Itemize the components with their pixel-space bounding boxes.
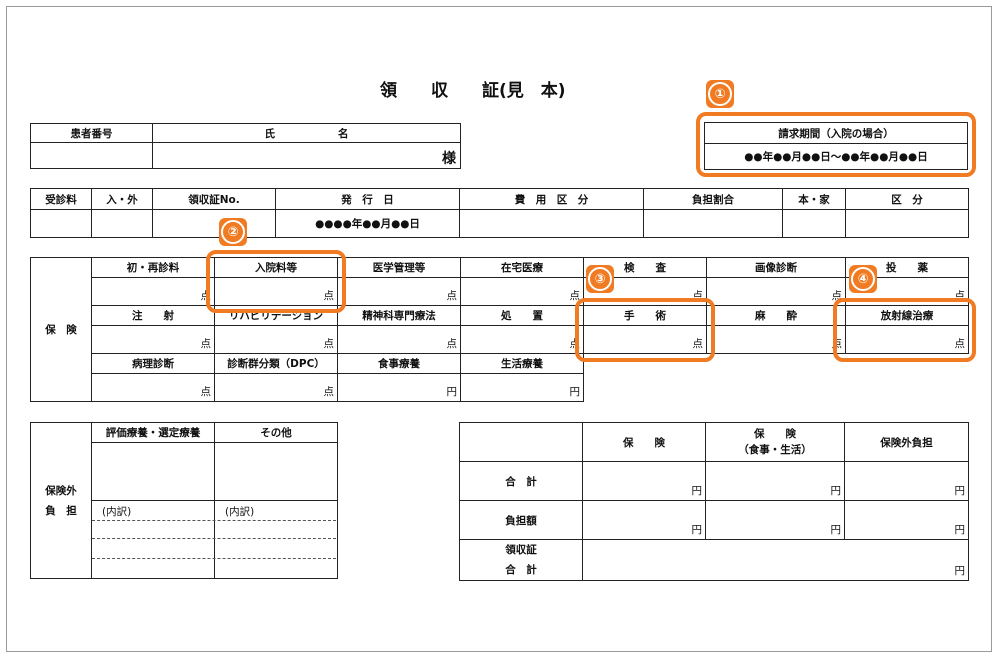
visit-header-self-family: 本・家 xyxy=(782,188,846,210)
item-meal-care: 食事療養 xyxy=(337,353,461,374)
item-initial-visit: 初・再診料 xyxy=(91,257,215,278)
callout-box-4 xyxy=(833,298,976,362)
totals-table: 保 険 保 険 （食事・生活） 保険外負担 合 計 円 円 円 負担額 円 円 … xyxy=(459,422,969,581)
unit-yen: 円 xyxy=(582,500,706,540)
item-dpc: 診断群分類（DPC） xyxy=(214,353,338,374)
unit-yen: 円 xyxy=(337,373,461,402)
item-injection: 注 射 xyxy=(91,305,215,326)
callout-badge-3: ③ xyxy=(586,265,614,293)
unit-point: 点 xyxy=(91,277,215,306)
issue-date-value: ●●●●年●●月●●日 xyxy=(275,209,460,238)
document-frame xyxy=(6,6,992,652)
totals-row-receipt: 領収証 合 計 xyxy=(459,539,583,581)
item-imaging: 画像診断 xyxy=(706,257,846,278)
totals-col-out: 保険外負担 xyxy=(844,422,969,462)
item-pathology: 病理診断 xyxy=(91,353,215,374)
visit-header-fee: 受診料 xyxy=(30,188,92,210)
totals-row-burden: 負担額 xyxy=(459,500,583,540)
breakdown-label: (内訳) xyxy=(214,500,338,579)
out-side-label: 保険外 負 担 xyxy=(30,422,92,579)
visit-header-burden-ratio: 負担割合 xyxy=(643,188,783,210)
unit-yen: 円 xyxy=(844,500,969,540)
item-medical-management: 医学管理等 xyxy=(337,257,461,278)
unit-point: 点 xyxy=(460,277,584,306)
callout-box-1 xyxy=(696,112,976,177)
unit-point: 点 xyxy=(337,277,461,306)
callout-number: ③ xyxy=(588,267,612,291)
dashed-divider xyxy=(92,520,336,521)
item-living-care: 生活療養 xyxy=(460,353,584,374)
unit-point: 点 xyxy=(706,277,846,306)
totals-col-insurance-meal-1: 保 険 xyxy=(754,428,796,440)
unit-point: 点 xyxy=(583,325,707,354)
out-side-label-2: 負 担 xyxy=(45,504,77,517)
insurance-side-label: 保 険 xyxy=(30,257,92,402)
unit-yen: 円 xyxy=(460,373,584,402)
out-col-other: その他 xyxy=(214,422,338,443)
out-col-elective: 評価療養・選定療養 xyxy=(91,422,215,443)
unit-yen: 円 xyxy=(705,461,845,501)
billing-period-table: 請求期間（入院の場合） ●●年●●月●●日～●●年●●月●●日 xyxy=(704,122,968,170)
totals-col-insurance-meal-2: （食事・生活） xyxy=(738,444,812,456)
unit-point: 点 xyxy=(91,373,215,402)
unit-yen: 円 xyxy=(705,500,845,540)
item-treatment: 処 置 xyxy=(460,305,584,326)
totals-col-insurance-meal: 保 険 （食事・生活） xyxy=(705,422,845,462)
billing-period-value: ●●年●●月●●日～●●年●●月●●日 xyxy=(704,143,968,170)
callout-number: ④ xyxy=(851,267,875,291)
callout-number: ① xyxy=(708,82,732,106)
dashed-divider xyxy=(92,538,336,539)
breakdown-label: (内訳) xyxy=(91,500,215,579)
out-of-insurance-table: 保険外 負 担 評価療養・選定療養 その他 (内訳) (内訳) xyxy=(30,422,338,579)
unit-yen: 円 xyxy=(844,461,969,501)
unit-point: 点 xyxy=(214,373,338,402)
totals-row-receipt-2: 合 計 xyxy=(505,564,537,576)
totals-col-insurance: 保 険 xyxy=(582,422,706,462)
unit-yen: 円 xyxy=(582,461,706,501)
patient-name-label: 氏 名 xyxy=(152,123,461,143)
visit-header-issue-date: 発 行 日 xyxy=(275,188,460,210)
visit-header-category: 区 分 xyxy=(845,188,969,210)
patient-table: 患者番号 氏 名 様 xyxy=(30,123,461,169)
unit-point: 点 xyxy=(706,325,846,354)
unit-point: 点 xyxy=(214,277,338,306)
unit-yen: 円 xyxy=(582,539,969,581)
callout-badge-2: ② xyxy=(219,218,247,246)
visit-table: 受診料 入・外 領収証No. 発 行 日 費 用 区 分 負担割合 本・家 区 … xyxy=(30,188,969,238)
unit-point: 点 xyxy=(91,325,215,354)
patient-id-label: 患者番号 xyxy=(30,123,153,143)
out-side-label-1: 保険外 xyxy=(45,484,77,497)
dashed-divider xyxy=(92,558,336,559)
visit-header-inout: 入・外 xyxy=(91,188,153,210)
totals-row-receipt-1: 領収証 xyxy=(505,544,537,556)
totals-row-total: 合 計 xyxy=(459,461,583,501)
item-psychiatric-therapy: 精神科専門療法 xyxy=(337,305,461,326)
callout-badge-4: ④ xyxy=(849,265,877,293)
callout-box-2 xyxy=(206,250,346,313)
patient-id-value xyxy=(30,142,153,169)
callout-box-3 xyxy=(575,298,715,362)
unit-point: 点 xyxy=(460,325,584,354)
visit-header-cost-class: 費 用 区 分 xyxy=(459,188,644,210)
callout-number: ② xyxy=(221,220,245,244)
callout-badge-1: ① xyxy=(706,80,734,108)
item-radiotherapy: 放射線治療 xyxy=(845,305,969,326)
document-title: 領 収 証(見 本) xyxy=(380,81,566,101)
visit-header-receipt-no: 領収証No. xyxy=(152,188,276,210)
item-anesthesia: 麻 酔 xyxy=(706,305,846,326)
patient-honorific: 様 xyxy=(152,142,461,169)
insurance-table: 保 険 初・再診料 入院料等 医学管理等 在宅医療 検 査 画像診断 投 薬 点… xyxy=(30,257,969,402)
unit-point: 点 xyxy=(337,325,461,354)
item-home-care: 在宅医療 xyxy=(460,257,584,278)
unit-point: 点 xyxy=(214,325,338,354)
